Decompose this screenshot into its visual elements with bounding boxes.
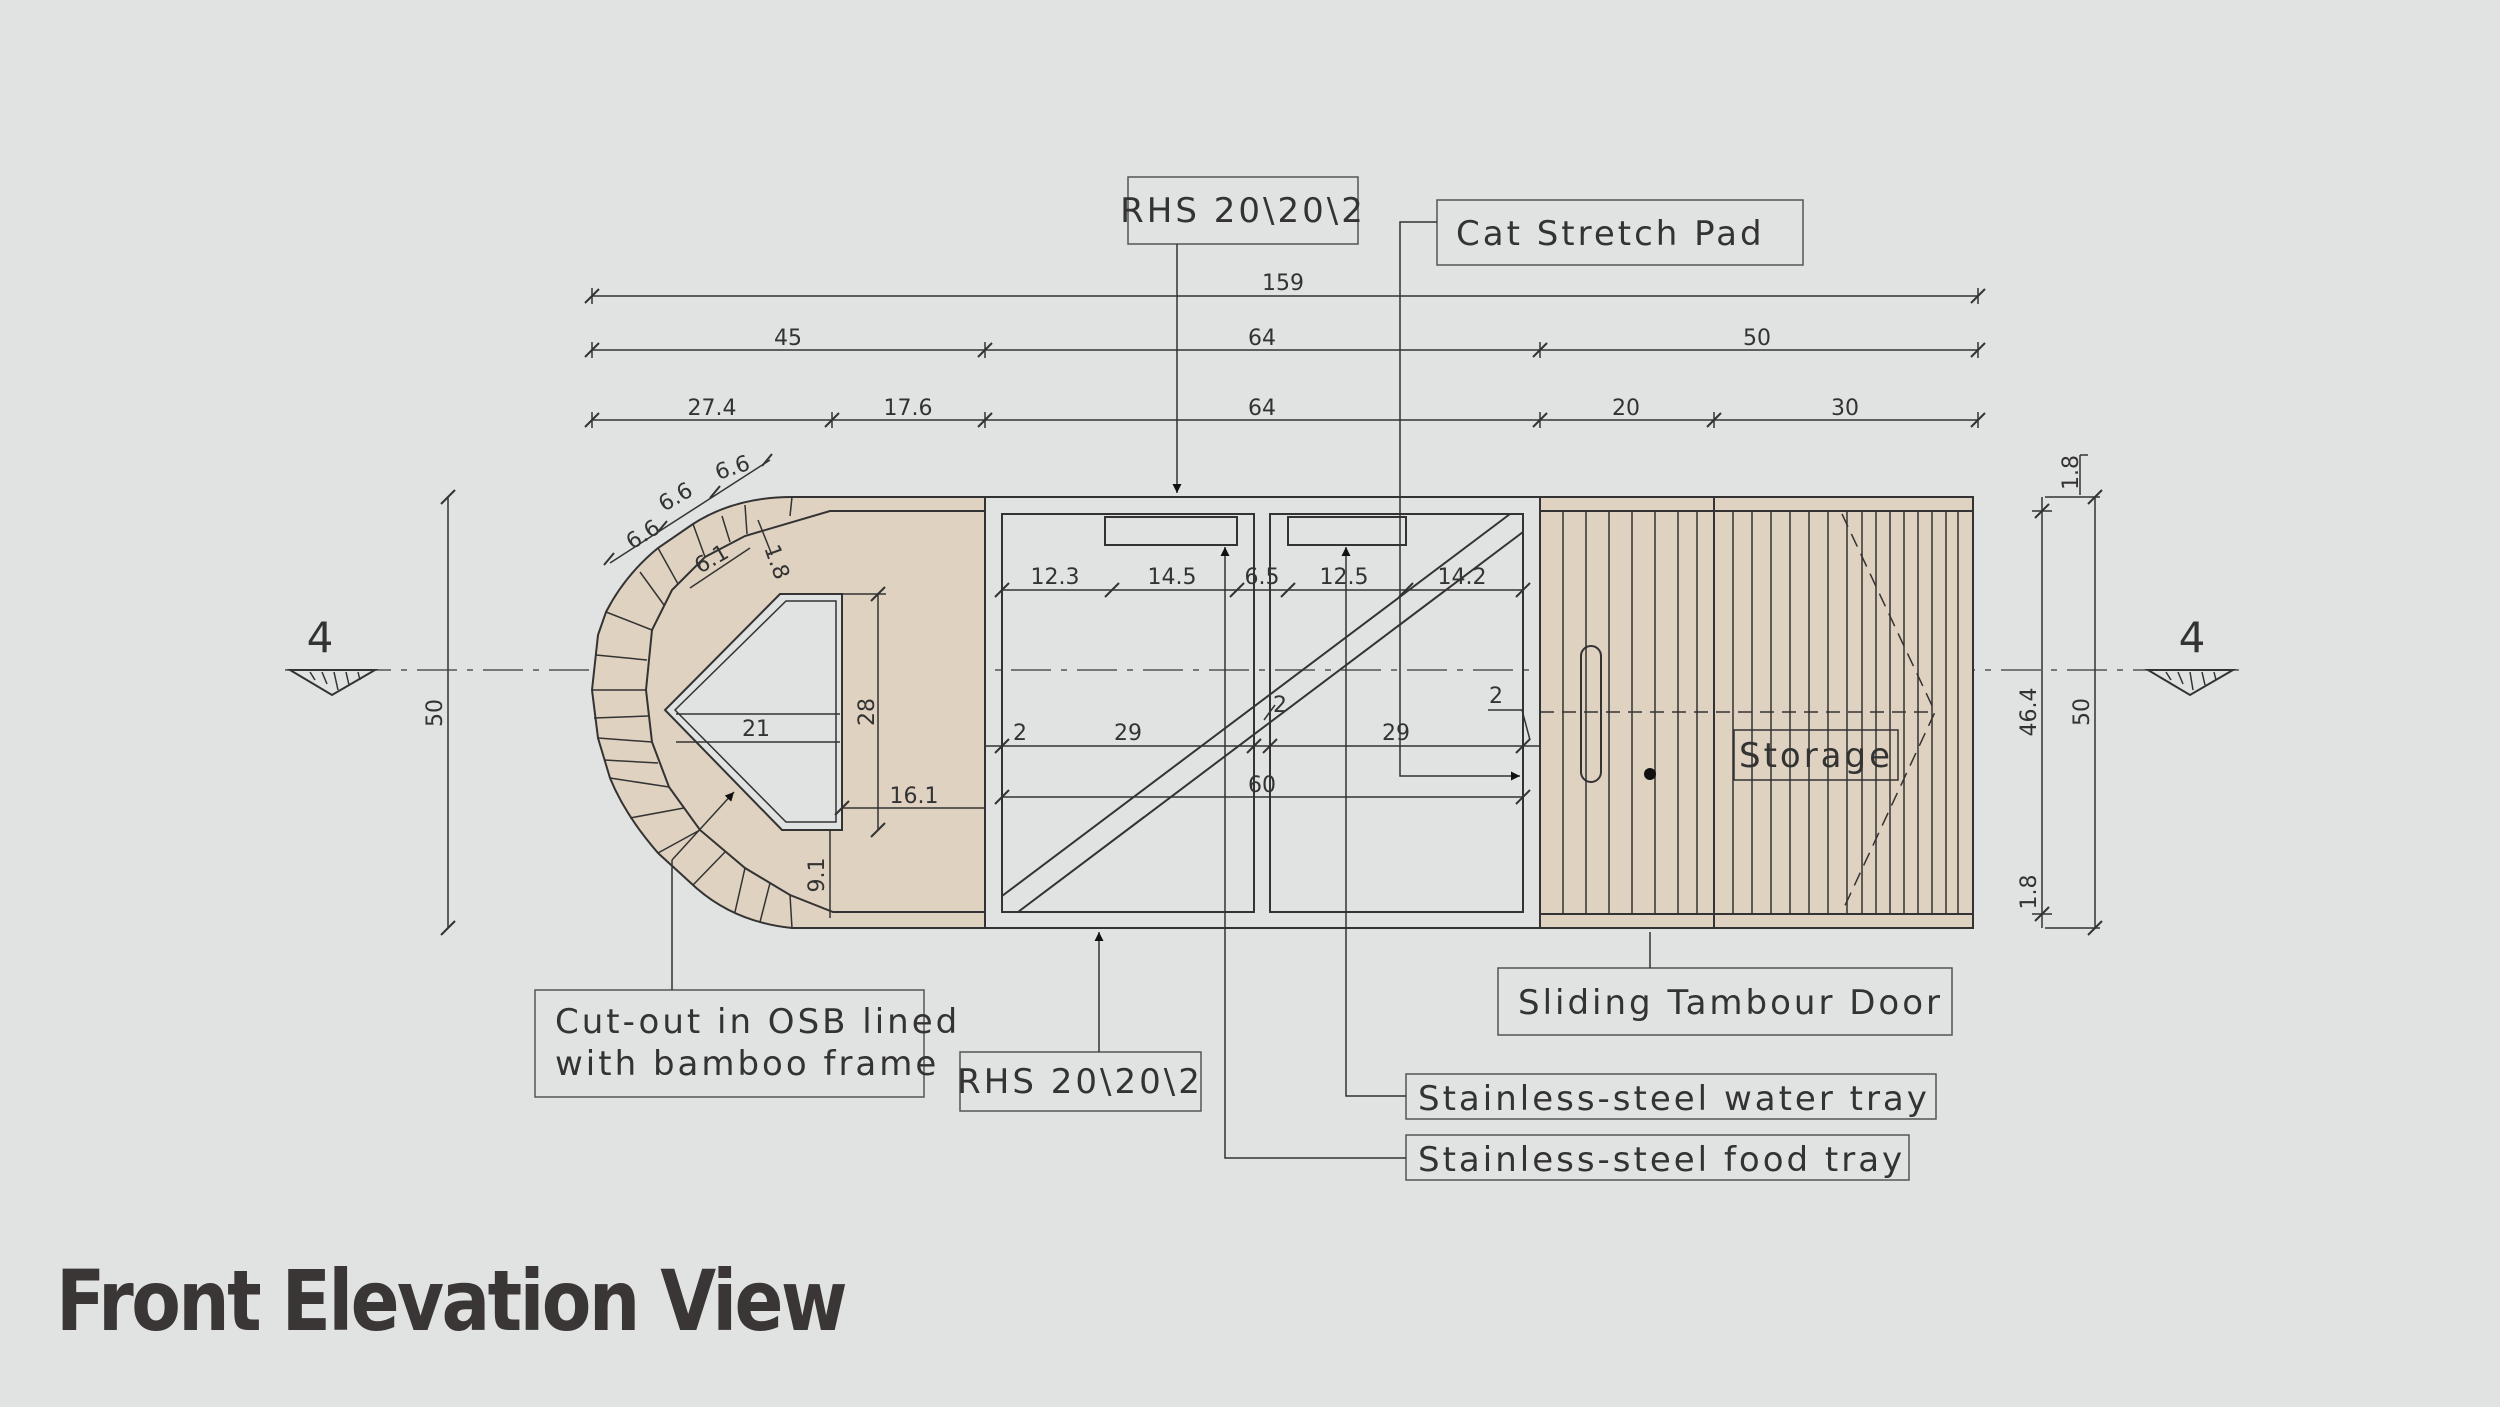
callout-cutout: Cut-out in OSB lined with bamboo frame [534,791,960,1098]
callout-rhs-top: RHS 20\20\2 [1120,176,1366,493]
left-section-dimensions: 6.6 6.6 6.6 6.1 1.8 28 21 16.1 9.1 50 [423,451,985,936]
storage-label: Storage [1739,736,1893,776]
dim-2c: 2 [1489,684,1503,709]
right-dimensions: 46.4 1.8 50 1.8 [2017,454,2103,936]
dim-14-5: 14.5 [1148,565,1197,590]
dim-28: 28 [855,698,880,726]
callout-cat-stretch-pad: Cat Stretch Pad [1399,199,1804,781]
dim-1-8-bottom: 1.8 [2017,875,2042,910]
dim-20: 20 [1612,396,1640,421]
door-knob [1644,768,1656,780]
dim-6-5: 6.5 [1245,565,1280,590]
dim-50-right: 50 [2070,698,2095,726]
left-rounded-section [590,496,986,929]
section-marker-right: 4 [2144,613,2237,697]
callout-water-tray: Stainless-steel water tray [1341,547,1937,1120]
dim-27-4: 27.4 [688,396,737,421]
label-food-tray: Stainless-steel food tray [1418,1140,1905,1180]
top-dimensions: 159 45 64 50 27.4 17.6 64 20 30 [584,271,1986,428]
dim-17-6: 17.6 [884,396,933,421]
dim-50top: 50 [1743,326,1771,351]
callout-food-tray: Stainless-steel food tray [1220,547,1910,1181]
label-cat-stretch-pad: Cat Stretch Pad [1456,214,1765,254]
dim-64b: 64 [1248,396,1276,421]
section-label-left: 4 [307,613,334,662]
dim-21: 21 [742,717,770,742]
label-cutout-line2: with bamboo frame [555,1044,939,1084]
callout-sliding-door: Sliding Tambour Door [1497,932,1953,1036]
dim-45: 45 [774,326,802,351]
label-rhs-bottom: RHS 20\20\2 [957,1062,1203,1102]
label-rhs-top: RHS 20\20\2 [1120,191,1366,231]
dim-12-5: 12.5 [1320,565,1369,590]
storage-label-box [1733,729,1899,781]
dim-29a: 29 [1114,721,1142,746]
dim-2a: 2 [1013,721,1027,746]
dim-9-1: 9.1 [805,858,830,893]
dim-30: 30 [1831,396,1859,421]
dim-1-8-top: 1.8 [2059,455,2084,490]
cutout-opening [663,593,843,831]
dim-overall: 159 [1262,271,1304,296]
food-tray [1104,516,1238,546]
dim-2b: 2 [1273,693,1287,718]
dim-64a: 64 [1248,326,1276,351]
page-title: Front Elevation View [56,1252,848,1350]
callout-rhs-bottom: RHS 20\20\2 [957,932,1203,1112]
section-marker-left: 4 [286,613,379,697]
dim-14-2: 14.2 [1438,565,1487,590]
dim-arc3: 6.6 [712,451,753,486]
storage-section: Storage [1539,496,1974,929]
section-label-right: 4 [2179,613,2206,662]
dim-46-4: 46.4 [2017,688,2042,737]
dim-12-3: 12.3 [1031,565,1080,590]
label-sliding-door: Sliding Tambour Door [1518,983,1943,1023]
label-cutout-line1: Cut-out in OSB lined [555,1002,960,1042]
dim-29b: 29 [1382,721,1410,746]
middle-frame-section [984,496,1541,929]
dim-60: 60 [1248,773,1276,798]
door-swing-line [1841,513,1936,913]
middle-dimensions: 12.3 14.5 6.5 12.5 14.2 2 29 2 29 2 60 [985,565,1540,805]
label-water-tray: Stainless-steel water tray [1418,1079,1930,1119]
door-handle [1580,645,1602,783]
dim-16-1: 16.1 [890,784,939,809]
dim-50-left: 50 [423,699,448,727]
water-tray [1287,516,1407,546]
